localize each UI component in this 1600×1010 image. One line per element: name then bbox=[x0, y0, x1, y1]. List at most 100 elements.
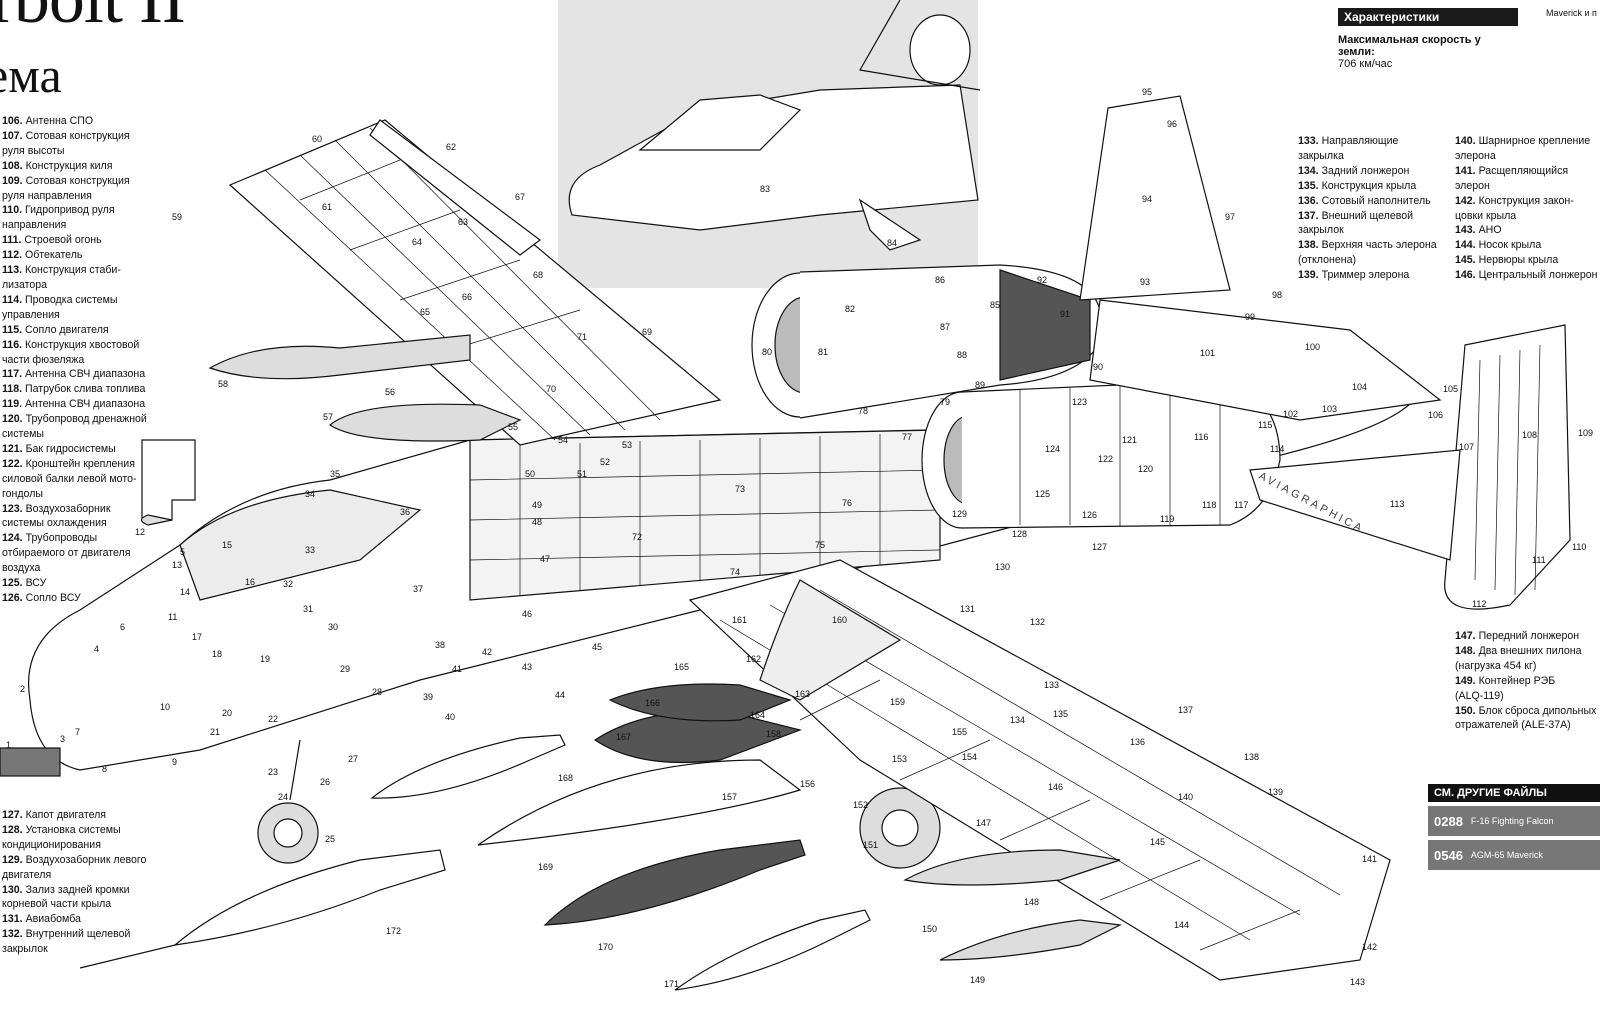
callout-number: 12 bbox=[135, 527, 145, 537]
legend-text: Трубопровод дренажной bbox=[25, 413, 147, 426]
legend-text: Верхняя часть элерона bbox=[1321, 239, 1437, 252]
callout-number: 48 bbox=[532, 517, 542, 527]
callout-number: 33 bbox=[305, 545, 315, 555]
specs-header: Характеристики bbox=[1338, 8, 1518, 26]
callout-number: 63 bbox=[458, 217, 468, 227]
legend-number: 108. bbox=[2, 159, 26, 172]
legend-number: 106. bbox=[2, 115, 26, 127]
callout-number: 25 bbox=[325, 834, 335, 844]
legend-number: 107. bbox=[2, 129, 26, 142]
legend-item: 124. Трубопроводы bbox=[2, 531, 147, 546]
legend-number: 140. bbox=[1455, 135, 1479, 147]
legend-text: Кронштейн крепления bbox=[25, 457, 135, 470]
callout-number: 132 bbox=[1030, 617, 1045, 627]
legend-item: 106. Антенна СПО bbox=[2, 114, 147, 129]
legend-number: 121. bbox=[2, 442, 26, 455]
legend-item: двигателя bbox=[2, 868, 146, 883]
callout-number: 45 bbox=[592, 642, 602, 652]
callout-number: 165 bbox=[674, 662, 689, 672]
callout-number: 67 bbox=[515, 192, 525, 202]
legend-item: направления bbox=[2, 218, 147, 233]
legend-text: отбираемого от двигателя bbox=[2, 547, 131, 560]
legend-item: кондиционирования bbox=[2, 838, 146, 853]
callout-number: 126 bbox=[1082, 510, 1097, 520]
callout-number: 61 bbox=[322, 202, 332, 212]
see-also-file-0288[interactable]: 0288 F-16 Fighting Falcon bbox=[1428, 806, 1600, 836]
callout-number: 95 bbox=[1142, 87, 1152, 97]
callout-number: 70 bbox=[546, 384, 556, 394]
engine-right-nozzle bbox=[999, 269, 1091, 381]
legend-item: 126. Сопло ВСУ bbox=[2, 591, 147, 606]
callout-number: 22 bbox=[268, 714, 278, 724]
see-also-box: СМ. ДРУГИЕ ФАЙЛЫ 0288 F-16 Fighting Falc… bbox=[1428, 784, 1600, 870]
callout-number: 83 bbox=[760, 184, 770, 194]
callout-number: 153 bbox=[892, 754, 907, 764]
legend-item: 110. Гидропривод руля bbox=[2, 203, 147, 218]
callout-number: 111 bbox=[1532, 555, 1546, 565]
legend-item: 121. Бак гидросистемы bbox=[2, 442, 147, 457]
legend-item: элерона bbox=[1455, 149, 1597, 164]
legend-item: 143. АНО bbox=[1455, 223, 1597, 238]
gun-barrel bbox=[0, 747, 61, 777]
callout-number: 31 bbox=[303, 604, 313, 614]
see-also-file-0546[interactable]: 0546 AGM-65 Maverick bbox=[1428, 840, 1600, 870]
legend-item: 146. Центральный лонжерон bbox=[1455, 268, 1597, 283]
callout-number: 64 bbox=[412, 237, 422, 247]
legend-number: 119. bbox=[2, 398, 25, 411]
inset-fuselage bbox=[568, 84, 979, 231]
legend-item: отбираемого от двигателя bbox=[2, 546, 147, 561]
legend-text: закрылок bbox=[1298, 224, 1344, 237]
legend-text: Носок крыла bbox=[1478, 239, 1542, 252]
callout-number: 10 bbox=[160, 702, 170, 712]
legend-item: силовой балки левой мото- bbox=[2, 472, 147, 487]
callout-number: 108 bbox=[1522, 430, 1537, 440]
legend-text: Сотовая конструкция bbox=[25, 174, 130, 187]
legend-item: 136. Сотовый наполнитель bbox=[1298, 194, 1437, 209]
callout-number: 128 bbox=[1012, 529, 1027, 539]
callout-number: 20 bbox=[222, 708, 232, 718]
callout-number: 76 bbox=[842, 498, 852, 508]
callout-number: 163 bbox=[795, 689, 810, 699]
callout-number: 110 bbox=[1572, 542, 1586, 552]
callout-number: 143 bbox=[1350, 977, 1365, 987]
callout-number: 66 bbox=[462, 292, 472, 302]
legend-number: 109. bbox=[2, 174, 26, 187]
callout-number: 115 bbox=[1258, 420, 1272, 430]
legend-text: двигателя bbox=[2, 868, 52, 881]
legend-item: 147. Передний лонжерон bbox=[1455, 629, 1596, 644]
callout-number: 13 bbox=[172, 560, 182, 570]
legend-text: Передний лонжерон bbox=[1478, 630, 1580, 642]
legend-text: руля высоты bbox=[2, 144, 65, 157]
legend-number: 111. bbox=[2, 234, 25, 247]
callout-number: 134 bbox=[1010, 715, 1025, 725]
callout-number: 119 bbox=[1160, 514, 1174, 524]
callout-number: 79 bbox=[940, 397, 950, 407]
legend-item: 135. Конструкция крыла bbox=[1298, 179, 1437, 194]
file-number: 0288 bbox=[1434, 813, 1463, 829]
legend-item: 113. Конструкция стаби- bbox=[2, 263, 147, 278]
legend-text: Патрубок слива топлива bbox=[24, 383, 146, 396]
legend-number: 122. bbox=[2, 457, 26, 470]
callout-number: 85 bbox=[990, 300, 1000, 310]
callout-number: 114 bbox=[1270, 444, 1284, 454]
callout-number: 157 bbox=[722, 792, 737, 802]
callout-number: 26 bbox=[320, 777, 330, 787]
legend-text: силовой балки левой мото- bbox=[2, 472, 137, 485]
missile-171 bbox=[674, 909, 871, 991]
callout-number: 7 bbox=[75, 727, 80, 737]
legend-item: 145. Нервюры крыла bbox=[1455, 253, 1597, 268]
legend-number: 126. bbox=[2, 592, 26, 604]
callout-number: 46 bbox=[522, 609, 532, 619]
callout-number: 169 bbox=[538, 862, 553, 872]
legend-text: Авиабомба bbox=[25, 913, 81, 926]
legend-item: части фюзеляжа bbox=[2, 353, 147, 368]
legend-item: лизатора bbox=[2, 278, 147, 293]
legend-item: 120. Трубопровод дренажной bbox=[2, 412, 147, 427]
legend-item: 125. ВСУ bbox=[2, 576, 147, 591]
callout-number: 147 bbox=[976, 818, 991, 828]
callout-number: 117 bbox=[1234, 500, 1248, 510]
callout-number: 69 bbox=[642, 327, 652, 337]
callout-number: 80 bbox=[762, 347, 772, 357]
legend-text: Шарнирное крепление bbox=[1478, 135, 1591, 147]
